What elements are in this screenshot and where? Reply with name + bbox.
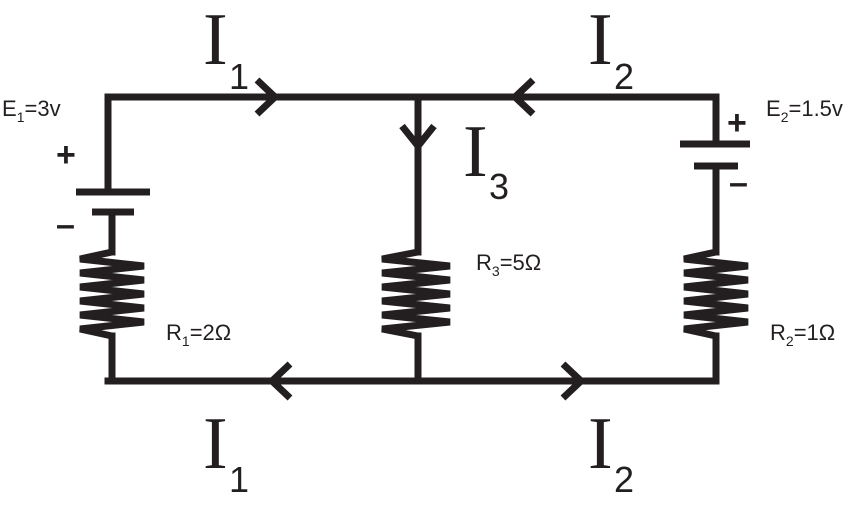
- battery-e1-minus: –: [56, 206, 75, 244]
- resistor-r3: [381, 248, 451, 340]
- wires: [104, 93, 720, 385]
- svg-text:3: 3: [489, 166, 509, 207]
- arrow-i1-bottom-left: [266, 361, 293, 401]
- current-label-i2-top: I 2: [588, 0, 634, 97]
- current-label-i2-bottom: I 2: [588, 403, 634, 500]
- label-r3: R3=5Ω: [476, 250, 541, 279]
- svg-text:I: I: [203, 0, 228, 81]
- current-label-i3: I 3: [463, 111, 509, 207]
- battery-e1: + –: [56, 136, 150, 244]
- resistor-r1: [79, 248, 145, 340]
- current-label-i1-bottom: I 1: [203, 403, 249, 500]
- resistor-r2: [683, 248, 749, 340]
- arrow-i3-down: [399, 123, 437, 152]
- svg-text:1: 1: [229, 459, 249, 500]
- svg-text:I: I: [203, 403, 228, 485]
- label-e1: E1=3v: [2, 96, 61, 125]
- battery-e2-minus: –: [729, 164, 748, 202]
- svg-text:1: 1: [229, 56, 249, 97]
- label-r2: R2=1Ω: [770, 320, 835, 349]
- current-label-i1-top: I 1: [203, 0, 249, 97]
- battery-e2-plus: +: [727, 104, 747, 142]
- arrow-i2-top-left: [509, 77, 536, 117]
- svg-text:I: I: [588, 0, 613, 81]
- arrow-i2-bottom-right: [560, 361, 587, 401]
- label-r1: R1=2Ω: [166, 320, 231, 349]
- svg-text:I: I: [588, 403, 613, 485]
- battery-e2: + –: [680, 104, 750, 202]
- arrow-i1-top-right: [254, 77, 281, 117]
- svg-text:I: I: [463, 111, 488, 193]
- label-e2: E2=1.5v: [766, 96, 843, 125]
- battery-e1-plus: +: [56, 136, 76, 174]
- svg-text:2: 2: [614, 459, 634, 500]
- svg-text:2: 2: [614, 56, 634, 97]
